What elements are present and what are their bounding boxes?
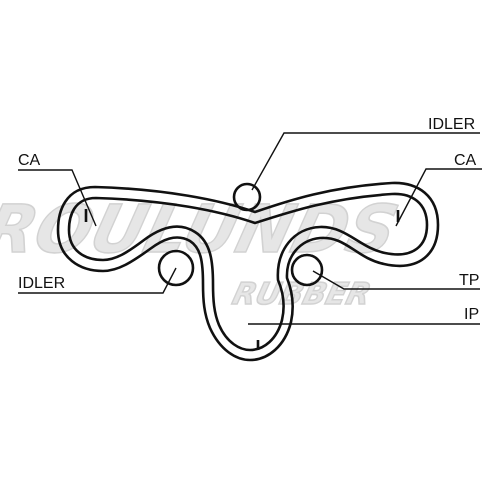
leader-idler-left [18, 267, 177, 294]
label-ca-right: CA [454, 152, 477, 169]
leader-ca-left [18, 169, 97, 227]
belt-outer-edge [56, 181, 440, 362]
label-tp: TP [459, 272, 479, 289]
tensioner-pulley [290, 253, 324, 287]
belt [56, 181, 440, 362]
leader-lines [18, 132, 482, 325]
leader-idler-top [251, 132, 480, 191]
idler-top-pulley [232, 182, 262, 212]
pulleys [84, 182, 400, 350]
label-idler-top: IDLER [428, 116, 475, 133]
labels: IDLER CA CA IDLER TP IP [18, 116, 479, 323]
label-ca-left: CA [18, 152, 41, 169]
label-ip: IP [464, 306, 479, 323]
watermark-logo-text: ROULUNDS [0, 191, 405, 268]
idler-left-pulley [157, 249, 195, 287]
leader-ca-right [395, 168, 482, 227]
belt-inner-edge [67, 192, 429, 352]
leader-tp [312, 270, 480, 290]
label-idler-left: IDLER [18, 275, 65, 292]
